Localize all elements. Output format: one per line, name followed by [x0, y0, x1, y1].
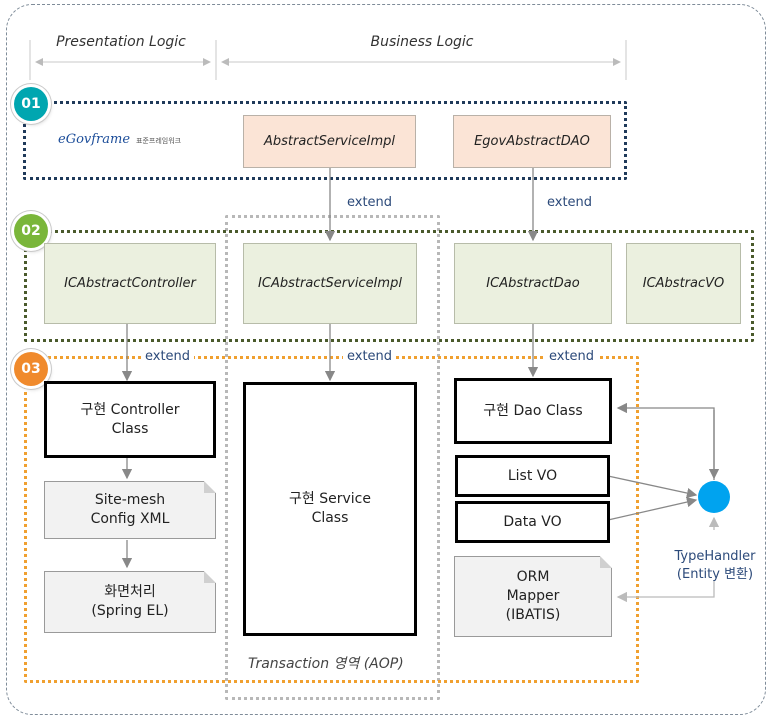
extend-label-service-impl: extend: [343, 349, 397, 364]
orm-mapper-box: ORM Mapper (IBATIS): [454, 556, 612, 637]
sitemesh-config-box: Site-mesh Config XML: [44, 481, 216, 539]
egovframe-logo: eGovframe 표준프레임워크: [58, 132, 181, 147]
presentation-layer-label: Presentation Logic: [56, 34, 186, 50]
egov-abstract-dao-box: EgovAbstractDAO: [453, 115, 611, 168]
ic-abstract-controller-box: ICAbstractController: [44, 243, 216, 324]
impl-dao-box: 구현 Dao Class: [454, 378, 612, 444]
extend-label-dao: extend: [543, 195, 597, 210]
header-range-lines: [29, 40, 627, 80]
badge-01: 01: [14, 87, 48, 121]
impl-controller-box: 구현 Controller Class: [44, 381, 216, 458]
typehandler-node: [698, 481, 730, 513]
typehandler-connections: [607, 402, 720, 521]
extend-label-controller: extend: [141, 349, 195, 364]
impl-service-box: 구현 Service Class: [243, 382, 417, 636]
zone-02-abstract: [24, 230, 754, 342]
ic-abstract-dao-box: ICAbstractDao: [454, 243, 612, 324]
logo-subtitle: 표준프레임워크: [136, 137, 182, 145]
badge-02: 02: [14, 214, 48, 248]
diagram-frame: [6, 4, 766, 715]
zone-01-framework: [23, 101, 627, 180]
ic-abstract-service-impl-box: ICAbstractServiceImpl: [243, 243, 417, 324]
orm-connection: [616, 516, 720, 603]
extend-label-service: extend: [343, 195, 397, 210]
ic-abstrac-vo-box: ICAbstracVO: [626, 243, 741, 324]
transaction-zone: [225, 215, 440, 700]
screen-processing-box: 화면처리 (Spring EL): [44, 571, 216, 633]
abstract-service-impl-box: AbstractServiceImpl: [243, 115, 416, 168]
transaction-label: Transaction 영역 (AOP): [244, 653, 408, 673]
business-layer-header: Business Logic: [216, 34, 628, 64]
zone-03-implementation: [24, 356, 639, 683]
extend-label-dao-impl: extend: [545, 349, 599, 364]
extend-arrows: [121, 166, 539, 569]
data-vo-box: Data VO: [455, 501, 610, 543]
logo-name: eGovframe: [58, 132, 131, 147]
list-vo-box: List VO: [455, 455, 610, 497]
badge-03: 03: [14, 352, 48, 386]
typehandler-label: TypeHandler (Entity 변환): [674, 549, 756, 582]
presentation-layer-header: Presentation Logic: [26, 34, 216, 64]
business-layer-label: Business Logic: [370, 34, 474, 50]
